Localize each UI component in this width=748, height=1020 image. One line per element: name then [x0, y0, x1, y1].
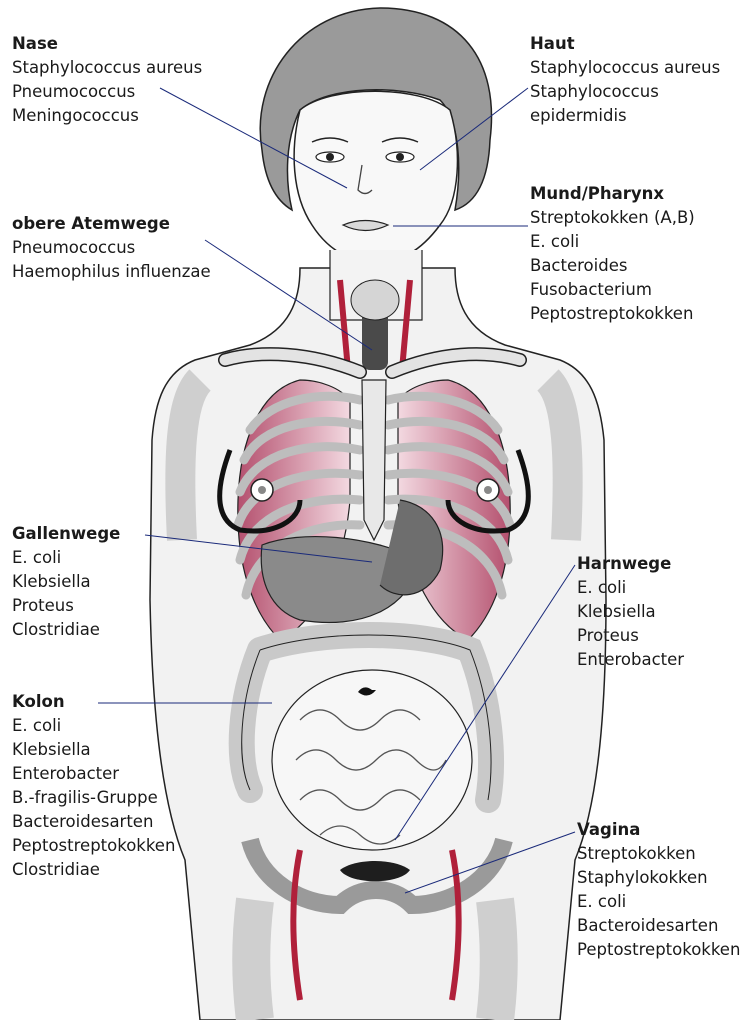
- label-kolon-item: Peptostreptokokken: [12, 834, 175, 858]
- label-kolon-item: Bacteroidesarten: [12, 810, 175, 834]
- label-haut-item: Staphylococcus aureus: [530, 56, 720, 80]
- label-harnwege-title: Harnwege: [577, 552, 684, 576]
- label-vagina-item: E. coli: [577, 890, 740, 914]
- label-harnwege-item: Proteus: [577, 624, 684, 648]
- label-kolon-item: Klebsiella: [12, 738, 175, 762]
- label-nase-item: Meningococcus: [12, 104, 202, 128]
- label-vagina-item: Streptokokken: [577, 842, 740, 866]
- label-atemwege-title: obere Atemwege: [12, 212, 211, 236]
- label-kolon-item: E. coli: [12, 714, 175, 738]
- label-kolon-title: Kolon: [12, 690, 175, 714]
- label-mund-item: Bacteroides: [530, 254, 695, 278]
- label-nase-title: Nase: [12, 32, 202, 56]
- label-vagina-item: Staphylokokken: [577, 866, 740, 890]
- label-gallenwege-title: Gallenwege: [12, 522, 120, 546]
- label-nase-item: Pneumococcus: [12, 80, 202, 104]
- label-atemwege-item: Pneumococcus: [12, 236, 211, 260]
- label-atemwege-item: Haemophilus influenzae: [12, 260, 211, 284]
- label-harnwege-item: Enterobacter: [577, 648, 684, 672]
- label-mund-title: Mund/Pharynx: [530, 182, 695, 206]
- label-mund-item: E. coli: [530, 230, 695, 254]
- label-vagina-item: Peptostreptokokken: [577, 938, 740, 962]
- label-gallenwege-item: Clostridiae: [12, 618, 120, 642]
- label-harnwege-item: Klebsiella: [577, 600, 684, 624]
- label-vagina-item: Bacteroidesarten: [577, 914, 740, 938]
- label-kolon-item: B.-fragilis-Gruppe: [12, 786, 175, 810]
- femur-right: [495, 900, 499, 1020]
- label-mund-pharynx: Mund/Pharynx Streptokokken (A,B) E. coli…: [530, 182, 695, 326]
- label-haut-title: Haut: [530, 32, 720, 56]
- label-kolon: Kolon E. coli Klebsiella Enterobacter B.…: [12, 690, 175, 882]
- label-haut-item: Staphylococcus: [530, 80, 720, 104]
- label-mund-item: Peptostreptokokken: [530, 302, 695, 326]
- label-kolon-item: Enterobacter: [12, 762, 175, 786]
- label-haut-item: epidermidis: [530, 104, 720, 128]
- label-gallenwege-item: E. coli: [12, 546, 120, 570]
- label-kolon-item: Clostridiae: [12, 858, 175, 882]
- face: [294, 91, 457, 262]
- label-mund-item: Streptokokken (A,B): [530, 206, 695, 230]
- label-harnwege: Harnwege E. coli Klebsiella Proteus Ente…: [577, 552, 684, 672]
- label-mund-item: Fusobacterium: [530, 278, 695, 302]
- small-intestine: [272, 670, 472, 850]
- label-vagina: Vagina Streptokokken Staphylokokken E. c…: [577, 818, 740, 962]
- thyroid: [351, 280, 399, 320]
- label-nase: Nase Staphylococcus aureus Pneumococcus …: [12, 32, 202, 128]
- sternum: [362, 380, 386, 540]
- label-haut: Haut Staphylococcus aureus Staphylococcu…: [530, 32, 720, 128]
- label-vagina-title: Vagina: [577, 818, 740, 842]
- label-gallenwege-item: Proteus: [12, 594, 120, 618]
- femur-left: [251, 900, 255, 1020]
- label-harnwege-item: E. coli: [577, 576, 684, 600]
- label-gallenwege-item: Klebsiella: [12, 570, 120, 594]
- label-gallenwege: Gallenwege E. coli Klebsiella Proteus Cl…: [12, 522, 120, 642]
- label-obere-atemwege: obere Atemwege Pneumococcus Haemophilus …: [12, 212, 211, 284]
- label-nase-item: Staphylococcus aureus: [12, 56, 202, 80]
